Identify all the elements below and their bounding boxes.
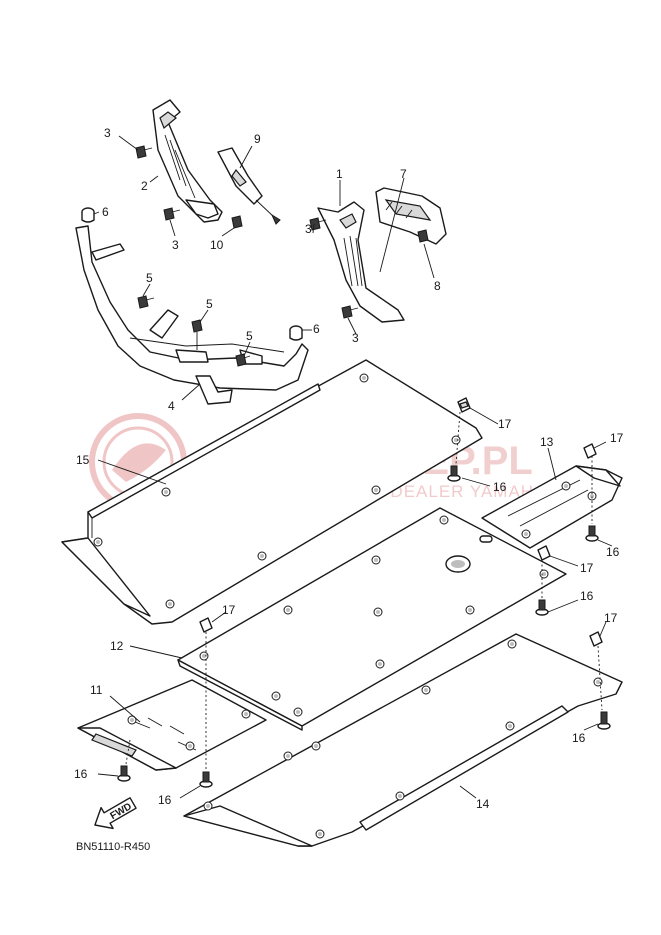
fwd-label: FWD bbox=[109, 801, 134, 822]
callout-5b: 5 bbox=[206, 297, 213, 311]
callout-16e: 16 bbox=[74, 767, 88, 781]
callout-15: 15 bbox=[76, 453, 90, 467]
bolt-16c bbox=[535, 599, 549, 616]
callout-3a: 3 bbox=[104, 126, 111, 140]
part-7-bracket bbox=[375, 187, 447, 245]
part-6-cap-left bbox=[81, 207, 95, 223]
part-12-center-skid-plate bbox=[177, 507, 567, 731]
bolt-16e bbox=[117, 765, 131, 782]
callout-7: 7 bbox=[400, 167, 407, 181]
alignment-lines bbox=[125, 411, 603, 770]
part-4-bumper-frame bbox=[75, 225, 309, 405]
nut-17c bbox=[537, 545, 551, 561]
callout-3c: 3 bbox=[305, 222, 312, 236]
holes-14 bbox=[203, 639, 603, 839]
bolt-5a bbox=[137, 295, 155, 309]
part-13-right-plate bbox=[481, 465, 623, 549]
holes-13 bbox=[521, 481, 597, 539]
callout-16d: 16 bbox=[572, 731, 586, 745]
callouts: 1 2 3 3 3 3 4 5 5 5 6 6 7 8 9 10 11 12 1… bbox=[74, 126, 624, 811]
callout-13: 13 bbox=[540, 435, 554, 449]
bolt-8 bbox=[417, 229, 429, 243]
holes-11 bbox=[127, 709, 251, 751]
nut-17d bbox=[199, 617, 213, 633]
bolt-5c bbox=[235, 353, 251, 367]
bolt-3c bbox=[309, 217, 327, 231]
part-14-rear-skid-plate bbox=[183, 633, 623, 847]
nut-17e bbox=[589, 631, 603, 647]
bolt-3b bbox=[163, 207, 181, 221]
callout-3d: 3 bbox=[352, 331, 359, 345]
part-2-left-guard bbox=[152, 99, 223, 223]
part-11-left-plate bbox=[77, 679, 267, 771]
bolt-16a bbox=[447, 465, 461, 482]
callout-11: 11 bbox=[90, 683, 103, 697]
bolt-16f bbox=[199, 771, 213, 788]
callout-12: 12 bbox=[110, 639, 124, 653]
callout-16c: 16 bbox=[580, 589, 594, 603]
callout-9: 9 bbox=[254, 132, 261, 146]
callout-8: 8 bbox=[434, 279, 441, 293]
fwd-arrow-icon: FWD bbox=[94, 797, 137, 830]
part-6-cap-right bbox=[289, 325, 303, 341]
diagram-code: BN51110-R450 bbox=[76, 841, 150, 853]
part-9-plate bbox=[217, 147, 281, 225]
callout-14: 14 bbox=[476, 797, 490, 811]
part-1-right-guard bbox=[317, 201, 405, 323]
bolt-16d bbox=[597, 711, 611, 730]
callout-16a: 16 bbox=[493, 480, 507, 494]
bolt-3d bbox=[341, 305, 359, 319]
callout-16f: 16 bbox=[158, 793, 172, 807]
callout-17c: 17 bbox=[580, 561, 594, 575]
callout-5a: 5 bbox=[146, 271, 153, 285]
callout-2: 2 bbox=[141, 179, 148, 193]
nut-17b bbox=[583, 443, 597, 459]
callout-6a: 6 bbox=[102, 205, 109, 219]
bolt-3a bbox=[135, 145, 153, 159]
holes-12 bbox=[199, 515, 549, 717]
callout-leaders bbox=[93, 135, 613, 799]
callout-4: 4 bbox=[168, 399, 175, 413]
callout-5c: 5 bbox=[246, 329, 253, 343]
bolt-10 bbox=[231, 215, 243, 229]
callout-17d: 17 bbox=[222, 603, 236, 617]
callout-3b: 3 bbox=[172, 238, 179, 252]
bolt-5b bbox=[191, 319, 203, 350]
callout-1: 1 bbox=[336, 167, 343, 181]
callout-17e: 17 bbox=[604, 611, 618, 625]
callout-6b: 6 bbox=[313, 322, 320, 336]
callout-10: 10 bbox=[210, 238, 224, 252]
holes-15 bbox=[93, 373, 461, 609]
callout-16b: 16 bbox=[606, 545, 620, 559]
nut-17a bbox=[457, 397, 471, 413]
callout-17b: 17 bbox=[610, 431, 624, 445]
part-15-front-skid-plate bbox=[61, 359, 483, 625]
bolt-16b bbox=[585, 525, 599, 542]
callout-17a: 17 bbox=[498, 417, 512, 431]
